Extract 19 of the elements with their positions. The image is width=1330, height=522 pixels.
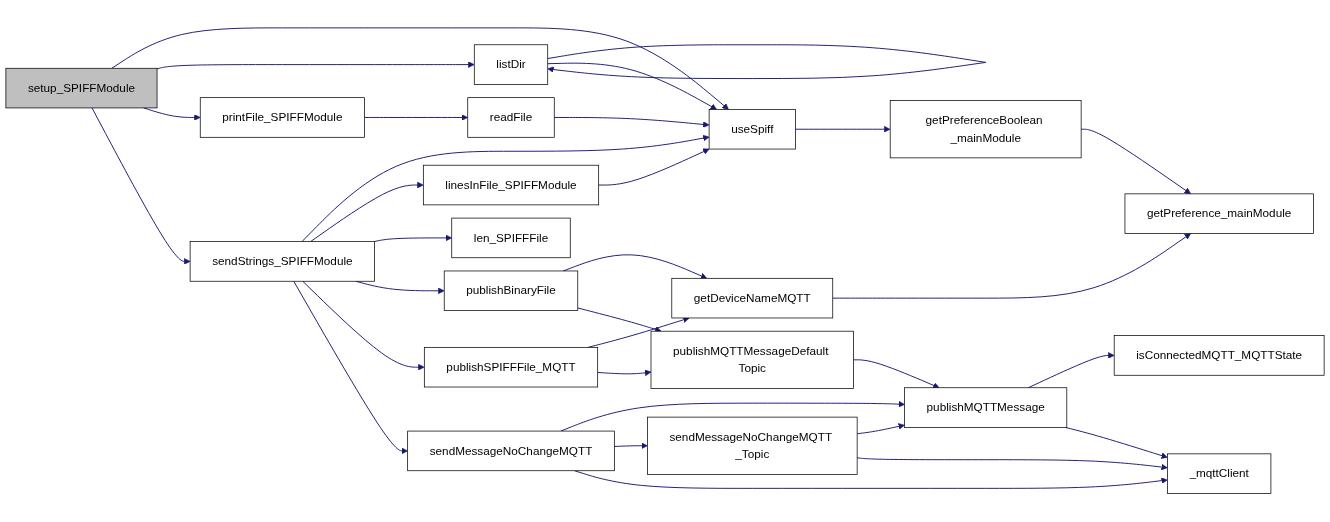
node-box: readFile: [467, 97, 555, 138]
node-box: len_SPIFFFile: [451, 218, 571, 259]
node-box: useSpiff: [708, 109, 796, 150]
node-box: isConnectedMQTT_MQTTState: [1113, 335, 1325, 376]
node-box: setup_SPIFFModule: [5, 68, 158, 109]
node-box: getDeviceNameMQTT: [671, 278, 834, 319]
node-box: _mqttClient: [1167, 453, 1272, 495]
node-box: getPreference_mainModule: [1124, 193, 1314, 235]
node-box: publishSPIFFFile_MQTT: [423, 347, 599, 388]
node-box: publishMQTTMessageDefault Topic: [650, 331, 854, 390]
node-box: getPreferenceBoolean _mainModule: [889, 100, 1082, 159]
node-box: printFile_SPIFFModule: [199, 97, 365, 138]
node-box: sendMessageNoChangeMQTT: [407, 431, 615, 472]
node-box: sendStrings_SPIFFModule: [189, 241, 375, 282]
node-box: publishBinaryFile: [443, 270, 579, 312]
node-box: sendMessageNoChangeMQTT _Topic: [647, 417, 858, 476]
node-box: linesInFile_SPIFFModule: [422, 165, 600, 206]
node-box: publishMQTTMessage: [904, 387, 1068, 429]
node-box: listDir: [473, 44, 549, 86]
